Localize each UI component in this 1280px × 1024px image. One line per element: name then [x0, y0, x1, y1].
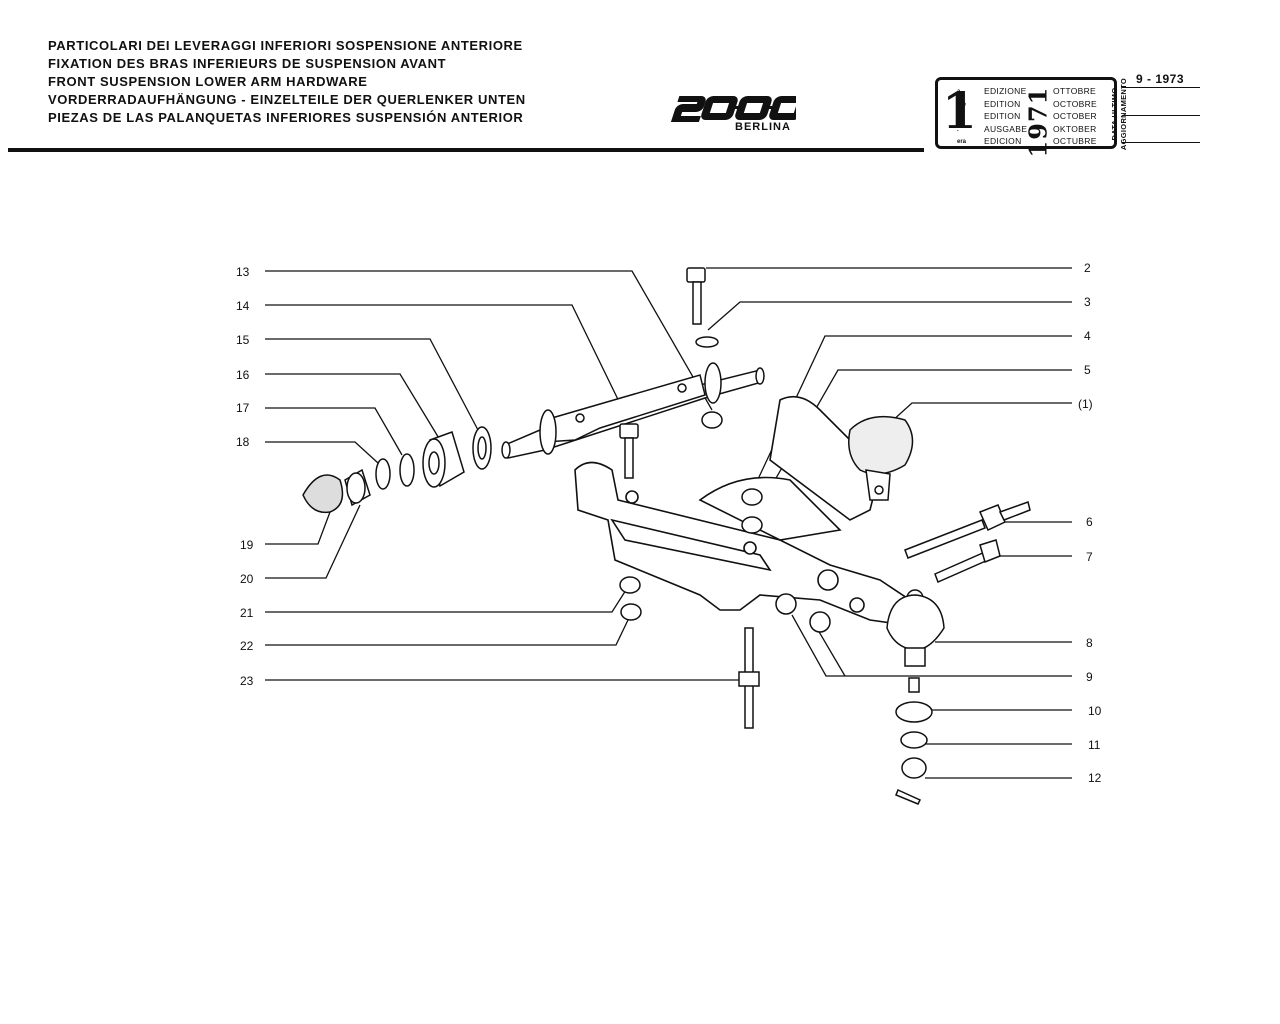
logo-subtitle: BERLINA: [735, 121, 791, 133]
callouts-left: 13 14 15 16 17 18 19 20 21 22 23: [236, 265, 254, 688]
date-line: [1122, 142, 1200, 143]
callout-19: 19: [240, 538, 254, 552]
callouts-right: 2 3 4 5 (1) 6 7 8 9 10 11 12: [1078, 261, 1102, 785]
leader-20: [265, 504, 361, 579]
title-french: FIXATION DES BRAS INFERIEURS DE SUSPENSI…: [48, 56, 447, 71]
leader-9b: [817, 629, 846, 677]
callout-5: 5: [1084, 363, 1091, 377]
callout-9: 9: [1086, 670, 1093, 684]
edition-word: EDICION: [984, 136, 1022, 147]
leader-16: [265, 373, 441, 441]
bushing-parts: [302, 426, 492, 514]
leader-21: [265, 589, 627, 613]
title-spanish: PIEZAS DE LAS PALANQUETAS INFERIORES SUS…: [48, 110, 524, 125]
edition-month: OTTOBRE: [1053, 86, 1097, 96]
lower-control-arm: [574, 395, 911, 626]
callout-3: 3: [1084, 295, 1091, 309]
callout-4: 4: [1084, 329, 1091, 343]
leader-17: [265, 407, 403, 456]
leader-13: [265, 270, 713, 411]
logo-2000: [670, 96, 796, 122]
edition-word: AUSGABE: [984, 123, 1028, 134]
leader-14: [265, 304, 629, 421]
edition-word: EDIZIONE: [984, 86, 1027, 96]
pivot-shaft: [501, 362, 765, 459]
callout-21: 21: [240, 606, 254, 620]
edition-month: OCTUBRE: [1053, 136, 1097, 147]
date-line: [1122, 87, 1200, 88]
leader-5: [751, 369, 1072, 521]
callout-18: 18: [236, 435, 250, 449]
nuts: [619, 488, 831, 633]
leader-19: [265, 511, 331, 545]
title-english: FRONT SUSPENSION LOWER ARM HARDWARE: [48, 74, 368, 89]
edition-suffixes: a ère st . era: [957, 86, 966, 149]
edition-month: OKTOBER: [1053, 123, 1097, 134]
callout-23: 23: [240, 674, 254, 688]
edition-month: OCTOBER: [1053, 111, 1097, 122]
edition-suffix: st: [957, 114, 963, 121]
long-bolts: [904, 501, 1031, 584]
leader-9: [791, 614, 1072, 677]
callout-17: 17: [236, 401, 250, 415]
callout-16: 16: [236, 368, 250, 382]
edition-word: EDITION: [984, 98, 1021, 109]
edition-suffix: ère: [957, 101, 967, 108]
callout-11: 11: [1088, 738, 1101, 752]
callout-14: 14: [236, 299, 250, 313]
edition-months: OTTOBRE OCTOBRE OCTOBER OKTOBER OCTUBRE: [1053, 85, 1097, 148]
edition-words: EDIZIONE EDITION EDITION AUSGABE EDICION: [984, 85, 1027, 148]
edition-suffix: a: [957, 89, 961, 95]
edition-number: 1: [942, 81, 977, 140]
last-update-value: 9 - 1973: [1136, 72, 1185, 86]
stud: [738, 627, 760, 729]
bump-stop: [848, 415, 914, 501]
leader-15: [265, 338, 479, 431]
leader-3: [707, 301, 1072, 331]
date-line: [1122, 115, 1200, 116]
callout-12: 12: [1088, 771, 1102, 785]
leader-18: [265, 441, 379, 464]
leader-1: [881, 402, 1072, 431]
edition-word: EDITION: [984, 111, 1021, 122]
ball-joint: [886, 589, 945, 805]
callout-7: 7: [1086, 550, 1093, 564]
header-titles: PARTICOLARI DEI LEVERAGGI INFERIORI SOSP…: [48, 37, 526, 127]
edition-box: 1 a ère st . era EDIZIONE EDITION EDITIO…: [935, 77, 1117, 158]
edition-suffix: .: [957, 126, 959, 133]
leader-22: [265, 619, 629, 646]
edition-suffix: era: [957, 139, 967, 146]
callout-8: 8: [1086, 636, 1093, 650]
edition-month: OCTOBRE: [1053, 98, 1097, 109]
callout-10: 10: [1088, 704, 1102, 718]
title-italian: PARTICOLARI DEI LEVERAGGI INFERIORI SOSP…: [48, 38, 523, 53]
callout-15: 15: [236, 333, 250, 347]
callout-6: 6: [1086, 515, 1093, 529]
callout-1: (1): [1078, 397, 1093, 411]
header-rule: [8, 148, 924, 152]
callout-13: 13: [236, 265, 250, 279]
callout-22: 22: [240, 639, 254, 653]
title-german: VORDERRADAUFHÄNGUNG - EINZELTEILE DER QU…: [48, 92, 526, 107]
bolts: [619, 267, 723, 479]
callout-2: 2: [1084, 261, 1091, 275]
callout-20: 20: [240, 572, 254, 586]
